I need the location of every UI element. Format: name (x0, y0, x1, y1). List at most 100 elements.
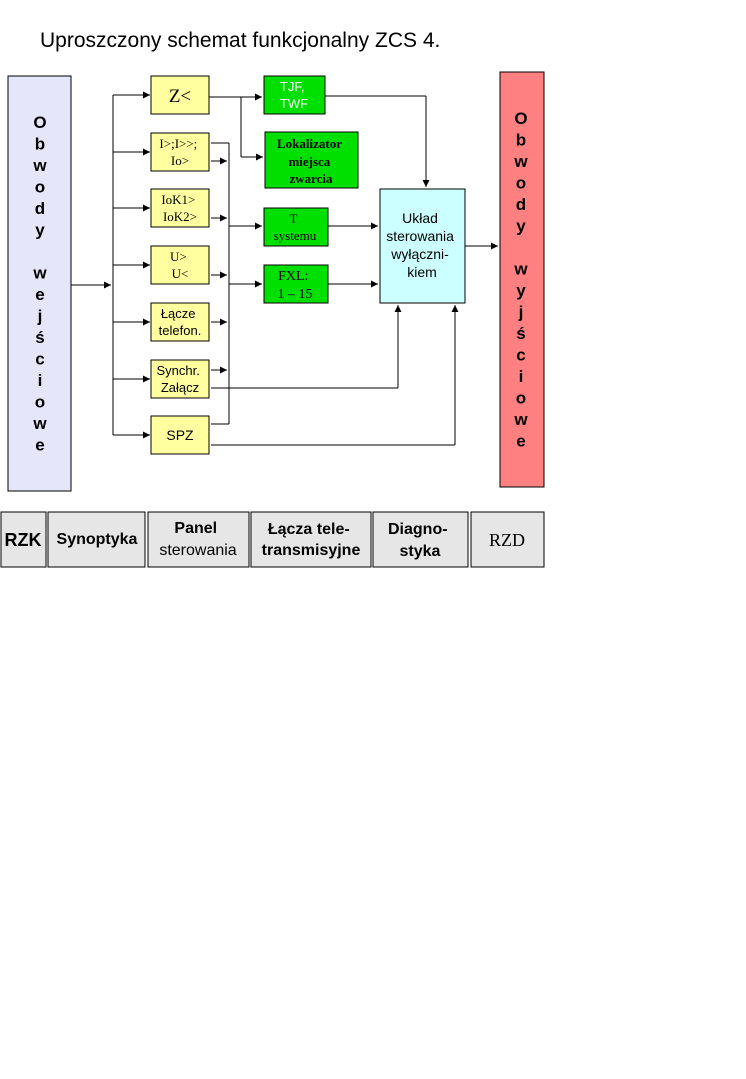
inputs-label-letter: o (35, 393, 45, 412)
signal-block-tjf: TJF, TWF (263, 75, 326, 115)
inputs-label-letter: ś (35, 328, 44, 347)
inputs-label-letter: w (32, 414, 47, 433)
outputs-label-letter: w (513, 410, 528, 429)
inputs-label-letter: y (35, 221, 45, 240)
bottom-tab-diagnostyka-line-0: Diagno- (388, 521, 448, 538)
function-block-2-line-0: IoK1> (161, 192, 195, 207)
bottom-tab-rzd[interactable]: RZD (470, 511, 545, 568)
svg-text:TJF, TWF: TJF, TWF (280, 79, 308, 111)
signal-fxl-line-0: FXL: (278, 269, 308, 284)
outputs-label-letter: y (516, 217, 526, 236)
function-block-1-line-0: I>;I>>; (159, 136, 197, 151)
outputs-label-letter: i (519, 367, 524, 386)
function-block-2: IoK1> IoK2> (150, 188, 210, 228)
inputs-label-letter: w (32, 264, 47, 283)
signal-locator-line-2: zwarcia (289, 171, 333, 186)
function-block-0-line-0: Z< (169, 86, 191, 107)
signal-locator-line-1: miejsca (288, 154, 330, 169)
bottom-tab-synoptyka-label: Synoptyka (57, 531, 138, 548)
svg-text:Łącza tele- transmisyjne: Łącza tele- transmisyjne (262, 521, 361, 559)
outputs-label-letter: O (514, 109, 527, 128)
function-block-4-line-0: Łącze (161, 306, 196, 321)
bottom-tab-panel[interactable]: Panel sterowania (147, 511, 250, 568)
function-block-6-line-0: SPZ (166, 427, 194, 443)
function-block-1: I>;I>>; Io> (150, 132, 210, 172)
signal-fxl-line-1: 1 – 15 (278, 287, 313, 302)
svg-text:SPZ: SPZ (166, 427, 194, 443)
signal-locator-line-0: Lokalizator (277, 136, 342, 151)
svg-text:FXL: 1 – 15: FXL: 1 – 15 (278, 269, 313, 302)
bottom-tab-telecom-line-1: transmisyjne (262, 542, 361, 559)
bottom-tab-rzk-label: RZK (5, 530, 42, 550)
signal-tsystem-line-0: T (290, 211, 298, 226)
signal-tsystem-line-1: systemu (274, 228, 317, 243)
svg-text:Diagno- styka: Diagno- styka (388, 521, 452, 560)
outputs-label-letter: e (516, 432, 525, 451)
outputs-label-letter: d (516, 195, 526, 214)
inputs-label-letter: i (38, 371, 43, 390)
inputs-label-letter: d (35, 199, 45, 218)
connectors (71, 91, 498, 446)
signal-block-tsystem: T systemu (263, 207, 329, 247)
bottom-tab-telecom[interactable]: Łącza tele- transmisyjne (250, 511, 372, 568)
function-block-3: U> U< (150, 245, 210, 285)
inputs-label-letter: c (35, 350, 44, 369)
function-block-3-line-1: U< (172, 266, 189, 281)
function-block-4: Łącze telefon. (150, 302, 210, 342)
function-block-0: Z< (150, 75, 210, 115)
svg-text:RZK: RZK (5, 530, 42, 550)
signal-block-fxl: FXL: 1 – 15 (263, 264, 329, 304)
function-block-5-line-1: Załącz (161, 380, 199, 395)
control-line-1: sterowania (386, 228, 454, 244)
bottom-tab-synoptyka[interactable]: Synoptyka (47, 511, 146, 568)
bottom-tab-panel-line-0: Panel (174, 520, 217, 537)
svg-text:Panel sterowania: Panel sterowania (159, 520, 236, 559)
page-title: Uproszczony schemat funkcjonalny ZCS 4. (40, 29, 440, 52)
outputs-label-letter: o (516, 389, 526, 408)
inputs-label-letter: j (37, 307, 43, 326)
inputs-label-letter: o (35, 178, 45, 197)
control-line-0: Układ (402, 210, 438, 226)
function-block-3-line-0: U> (170, 249, 187, 264)
inputs-label-letter: w (32, 156, 47, 175)
function-block-5: Synchr. Załącz (150, 359, 210, 399)
svg-text:U> U<: U> U< (170, 249, 190, 281)
svg-text:Synchr. Załącz: Synchr. Załącz (157, 363, 204, 395)
svg-text:I>;I>>; Io>: I>;I>>; Io> (159, 136, 200, 168)
bottom-tab-telecom-line-0: Łącza tele- (268, 521, 350, 538)
bottom-tab-diagnostyka[interactable]: Diagno- styka (372, 511, 469, 568)
outputs-label-letter: w (513, 152, 528, 171)
inputs-label-letter: e (35, 436, 44, 455)
function-block-4-line-1: telefon. (159, 323, 202, 338)
outputs-label-letter: w (513, 260, 528, 279)
outputs-label-letter: y (516, 281, 526, 300)
control-line-3: kiem (407, 264, 437, 280)
svg-text:Z<: Z< (169, 86, 191, 107)
signal-tjf-line-0: TJF, (280, 79, 305, 94)
bottom-tab-rzk[interactable]: RZK (0, 511, 47, 568)
svg-text:Łącze telefon.: Łącze telefon. (159, 306, 202, 338)
outputs-label-letter: ś (516, 324, 525, 343)
function-block-2-line-1: IoK2> (163, 209, 197, 224)
inputs-box (7, 75, 72, 492)
function-block-1-line-1: Io> (171, 153, 189, 168)
signal-tjf-line-1: TWF (280, 96, 308, 111)
outputs-label-letter: o (516, 174, 526, 193)
control-line-2: wyłączni- (390, 246, 449, 262)
bottom-tab-rzd-label: RZD (489, 530, 525, 550)
control-block: Układ sterowania wyłączni- kiem (379, 188, 466, 304)
function-block-6: SPZ (150, 415, 210, 455)
outputs-label-letter: b (516, 131, 526, 150)
inputs-label-letter: O (33, 113, 46, 132)
svg-text:IoK1> IoK2>: IoK1> IoK2> (161, 192, 198, 224)
inputs-label-letter: e (35, 285, 44, 304)
outputs-box (499, 71, 545, 488)
bottom-tab-panel-line-1: sterowania (159, 542, 236, 559)
outputs-label-letter: c (516, 346, 525, 365)
svg-text:Układ sterowania w: Układ sterowania wyłączni- kiem (386, 210, 458, 280)
function-block-5-line-0: Synchr. (157, 363, 200, 378)
bottom-tab-diagnostyka-line-1: styka (400, 543, 441, 560)
